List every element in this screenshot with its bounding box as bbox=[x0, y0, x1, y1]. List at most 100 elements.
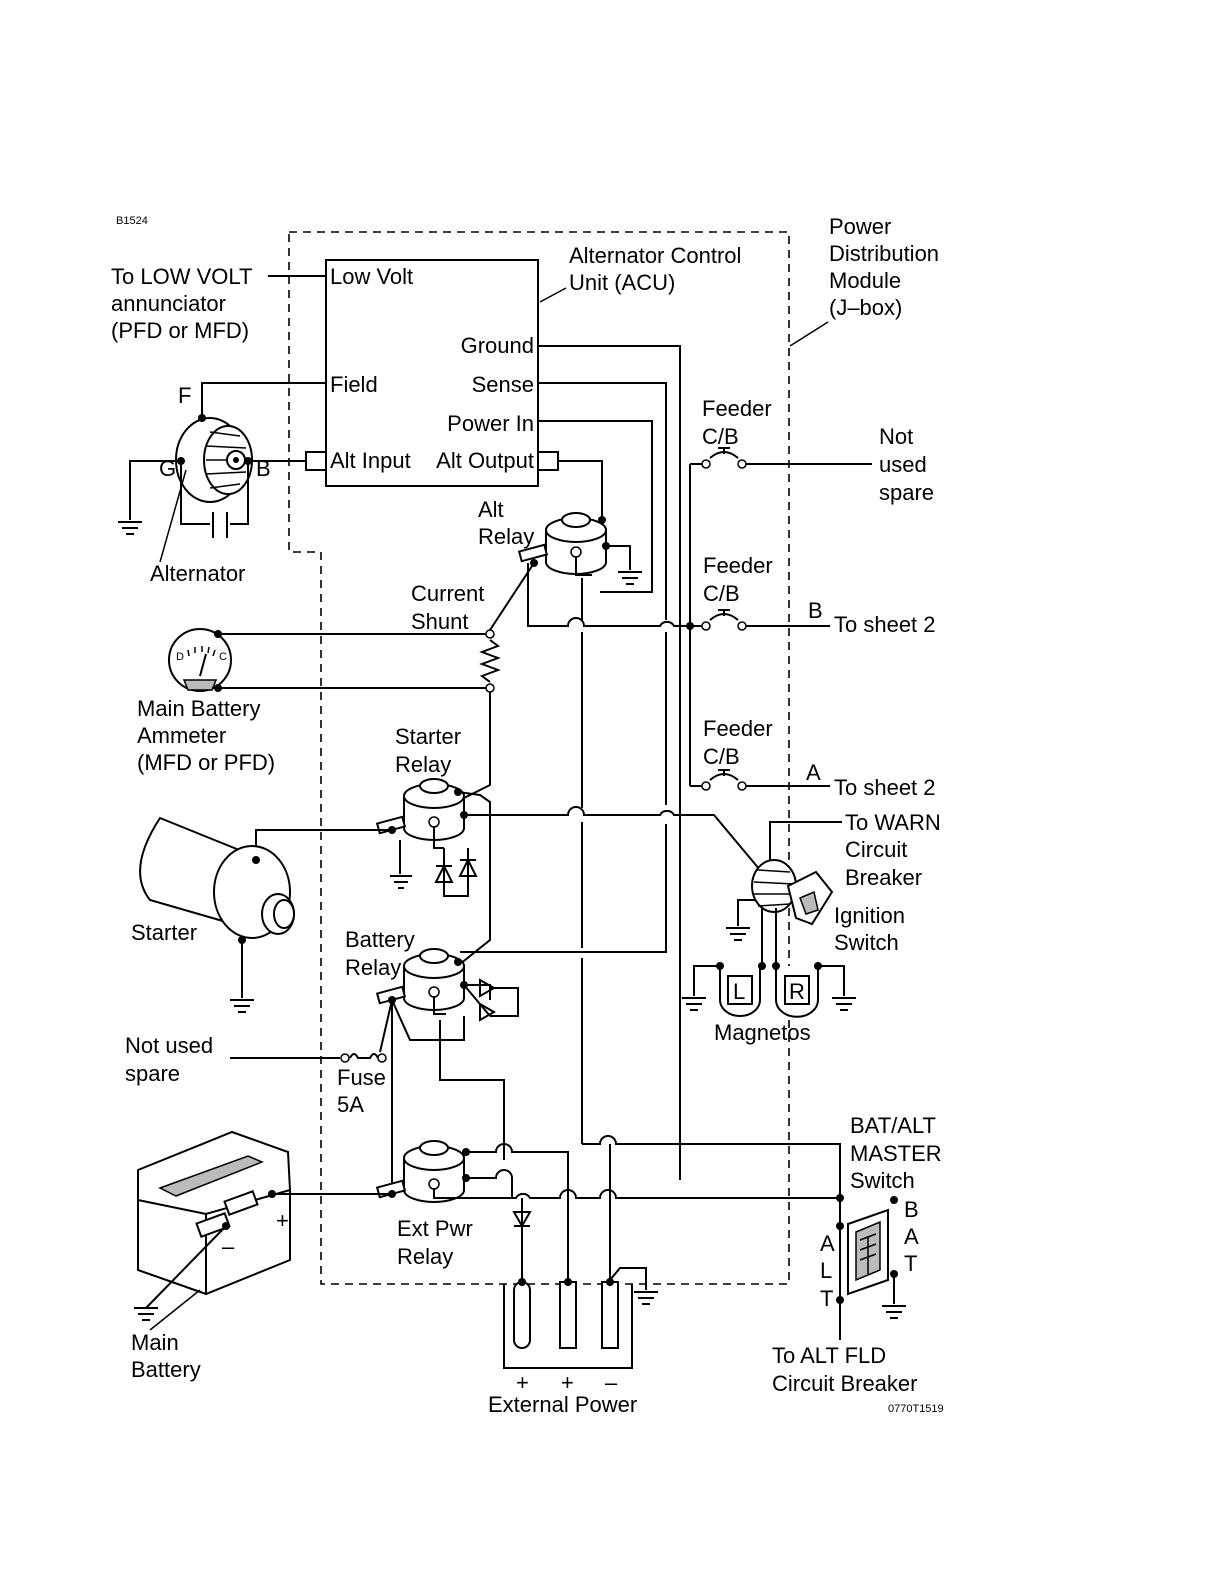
starter-relay bbox=[375, 778, 468, 841]
wire-starter-relay-to-battery-relay bbox=[457, 791, 491, 965]
svg-text:Battery: Battery bbox=[345, 927, 415, 952]
shunt-node-bottom bbox=[485, 683, 495, 693]
feeder-cb-3-label: Feeder C/B bbox=[703, 716, 773, 769]
wire-starter-relay-to-ignition bbox=[464, 806, 761, 871]
external-power-label: External Power bbox=[488, 1392, 637, 1417]
wire-ext-power-neg bbox=[609, 1144, 647, 1290]
ignition-switch bbox=[751, 859, 834, 926]
main-battery-label: Main Battery bbox=[131, 1330, 201, 1382]
svg-text:used: used bbox=[879, 452, 927, 477]
svg-text:MASTER: MASTER bbox=[850, 1141, 942, 1166]
svg-text:Relay: Relay bbox=[478, 524, 534, 549]
ext-power-minus: – bbox=[605, 1370, 618, 1395]
acu-pin-alt-input: Alt Input bbox=[330, 448, 411, 473]
svg-text:Breaker: Breaker bbox=[845, 865, 922, 890]
svg-text:spare: spare bbox=[125, 1061, 180, 1086]
acu-label: Alternator Control Unit (ACU) bbox=[569, 243, 741, 295]
battery-ground bbox=[134, 1225, 227, 1321]
main-battery bbox=[137, 1130, 292, 1296]
svg-text:Feeder: Feeder bbox=[703, 716, 773, 741]
svg-text:Power: Power bbox=[829, 214, 891, 239]
fuse-label: Fuse 5A bbox=[337, 1065, 386, 1117]
master-switch-label: BAT/ALT MASTER Switch bbox=[850, 1113, 942, 1193]
svg-text:Relay: Relay bbox=[397, 1244, 453, 1269]
ground-symbol bbox=[390, 840, 412, 889]
svg-text:annunciator: annunciator bbox=[111, 291, 226, 316]
svg-text:To LOW VOLT: To LOW VOLT bbox=[111, 264, 252, 289]
alternator bbox=[175, 417, 253, 503]
alternator-leader bbox=[159, 469, 187, 563]
ignition-ground bbox=[726, 899, 756, 941]
wire-acu-alt-output bbox=[558, 460, 603, 520]
magnetos-label: Magnetos bbox=[714, 1020, 811, 1045]
svg-text:Relay: Relay bbox=[345, 955, 401, 980]
acu-pin-field: Field bbox=[330, 372, 378, 397]
pdm-leader bbox=[789, 321, 829, 347]
sheet-2-a-text: To sheet 2 bbox=[834, 775, 936, 800]
ext-power-ground bbox=[634, 1291, 658, 1305]
battery-plus: + bbox=[276, 1208, 289, 1233]
starter-ground bbox=[230, 940, 254, 1013]
svg-text:Feeder: Feeder bbox=[702, 396, 772, 421]
magneto-right-letter: R bbox=[789, 979, 805, 1004]
battery-relay-diode-1 bbox=[479, 978, 497, 998]
svg-text:(J–box): (J–box) bbox=[829, 295, 902, 320]
wire-ext-relay-to-master bbox=[433, 1188, 840, 1199]
ext-power-pin-3 bbox=[601, 1281, 619, 1349]
alt-relay bbox=[517, 512, 610, 575]
wire-alt-relay-ground bbox=[606, 545, 631, 570]
wire-alt-relay-coil bbox=[575, 556, 592, 576]
alternator-terminal-f: F bbox=[178, 383, 191, 408]
svg-text:C/B: C/B bbox=[703, 744, 740, 769]
magneto-right bbox=[772, 962, 822, 1018]
wire-shunt-to-starter-relay bbox=[459, 692, 491, 801]
master-bat-t: T bbox=[904, 1251, 917, 1276]
svg-text:Circuit Breaker: Circuit Breaker bbox=[772, 1371, 917, 1396]
alternator-f-node bbox=[198, 414, 206, 422]
master-alt-l: L bbox=[820, 1258, 832, 1283]
feeder-cb-3 bbox=[690, 769, 830, 791]
svg-text:spare: spare bbox=[879, 480, 934, 505]
not-used-spare-right-label: Not used spare bbox=[879, 424, 934, 505]
feeder-cb-1 bbox=[690, 447, 872, 469]
acu-pin-alt-output: Alt Output bbox=[436, 448, 534, 473]
svg-text:Unit (ACU): Unit (ACU) bbox=[569, 270, 675, 295]
ext-pin-1-node bbox=[518, 1278, 526, 1286]
main-battery-ammeter bbox=[168, 628, 232, 692]
feeder-cb-1-label: Feeder C/B bbox=[702, 396, 772, 449]
ext-pin-3-node bbox=[606, 1278, 614, 1286]
ignition-switch-label: Ignition Switch bbox=[834, 903, 905, 955]
magneto-right-ground bbox=[818, 965, 856, 1011]
sheet-2-b-letter: B bbox=[808, 598, 823, 623]
svg-text:Relay: Relay bbox=[395, 752, 451, 777]
svg-text:Battery: Battery bbox=[131, 1357, 201, 1382]
drawing-id-top: B1524 bbox=[116, 215, 148, 227]
svg-text:Main Battery: Main Battery bbox=[137, 696, 261, 721]
svg-text:C/B: C/B bbox=[702, 424, 739, 449]
ammeter-face-c: C bbox=[219, 651, 227, 663]
svg-text:BAT/ALT: BAT/ALT bbox=[850, 1113, 936, 1138]
starter-relay-label: Starter Relay bbox=[395, 724, 461, 777]
ext-pwr-relay-label: Ext Pwr Relay bbox=[397, 1216, 473, 1269]
starter-relay-diode-2 bbox=[458, 857, 478, 877]
sheet-2-b-text: To sheet 2 bbox=[834, 612, 936, 637]
ext-power-housing bbox=[503, 1284, 633, 1369]
svg-text:Main: Main bbox=[131, 1330, 179, 1355]
ground-symbol bbox=[618, 571, 642, 585]
svg-text:Ext Pwr: Ext Pwr bbox=[397, 1216, 473, 1241]
bat-alt-master-switch bbox=[836, 1194, 898, 1304]
svg-text:C/B: C/B bbox=[703, 581, 740, 606]
wire-acu-sense bbox=[460, 382, 667, 953]
svg-text:Alt: Alt bbox=[478, 497, 504, 522]
svg-text:Shunt: Shunt bbox=[411, 609, 469, 634]
wire-master-switch-feed bbox=[582, 1135, 841, 1340]
ammeter-label: Main Battery Ammeter (MFD or PFD) bbox=[137, 696, 275, 775]
current-shunt-label: Current Shunt bbox=[411, 581, 484, 634]
acu-box bbox=[325, 259, 539, 487]
battery-leader bbox=[149, 1289, 201, 1331]
alternator-terminal-b: B bbox=[256, 456, 271, 481]
acu-leader bbox=[539, 287, 567, 303]
magneto-left bbox=[716, 962, 766, 1017]
acu-pin-low-volt: Low Volt bbox=[330, 264, 413, 289]
wire-ext-relay-upper bbox=[466, 1143, 569, 1280]
